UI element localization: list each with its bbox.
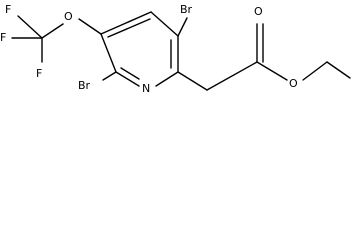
atom-label-bromine: Br bbox=[78, 79, 91, 92]
bond-c5-br-upper bbox=[177, 17, 188, 37]
atom-label-fluorine: F bbox=[36, 67, 42, 80]
bond-ring-c3-c4 bbox=[100, 11, 152, 35]
bond-ester-o-ethyl bbox=[302, 61, 328, 81]
bond-c-o-ether bbox=[41, 23, 64, 39]
bond-c6-ch2 bbox=[177, 71, 208, 91]
atom-label-fluorine: F bbox=[5, 3, 11, 16]
bond-ring-n-c2 bbox=[115, 71, 140, 87]
bond-ring-c3-c4-inner bbox=[107, 18, 151, 38]
bond-c-f-top bbox=[17, 15, 43, 39]
bond-ethyl bbox=[326, 61, 351, 79]
bond-ring-c6-n bbox=[155, 71, 179, 87]
atom-label-ether-oxygen: O bbox=[64, 10, 73, 23]
bond-ring-n-c2-inner bbox=[120, 67, 140, 80]
atom-label-ester-oxygen: O bbox=[289, 77, 298, 90]
atom-label-bromine: Br bbox=[180, 3, 193, 16]
bond-carbonyl-ester-o bbox=[256, 61, 288, 81]
bond-o-ring bbox=[78, 18, 102, 35]
bond-c2-br-lower bbox=[102, 71, 117, 81]
bond-ring-c4-c5 bbox=[150, 11, 179, 37]
atom-label-fluorine: F bbox=[0, 31, 6, 44]
bond-ch2-carbonyl bbox=[206, 61, 258, 91]
atom-label-carbonyl-oxygen: O bbox=[254, 5, 263, 18]
atom-label-nitrogen: N bbox=[142, 82, 150, 95]
chemical-structure-diagram: F F F O Br Br N O O bbox=[0, 3, 351, 95]
bond-ring-c2-c3 bbox=[100, 33, 117, 73]
